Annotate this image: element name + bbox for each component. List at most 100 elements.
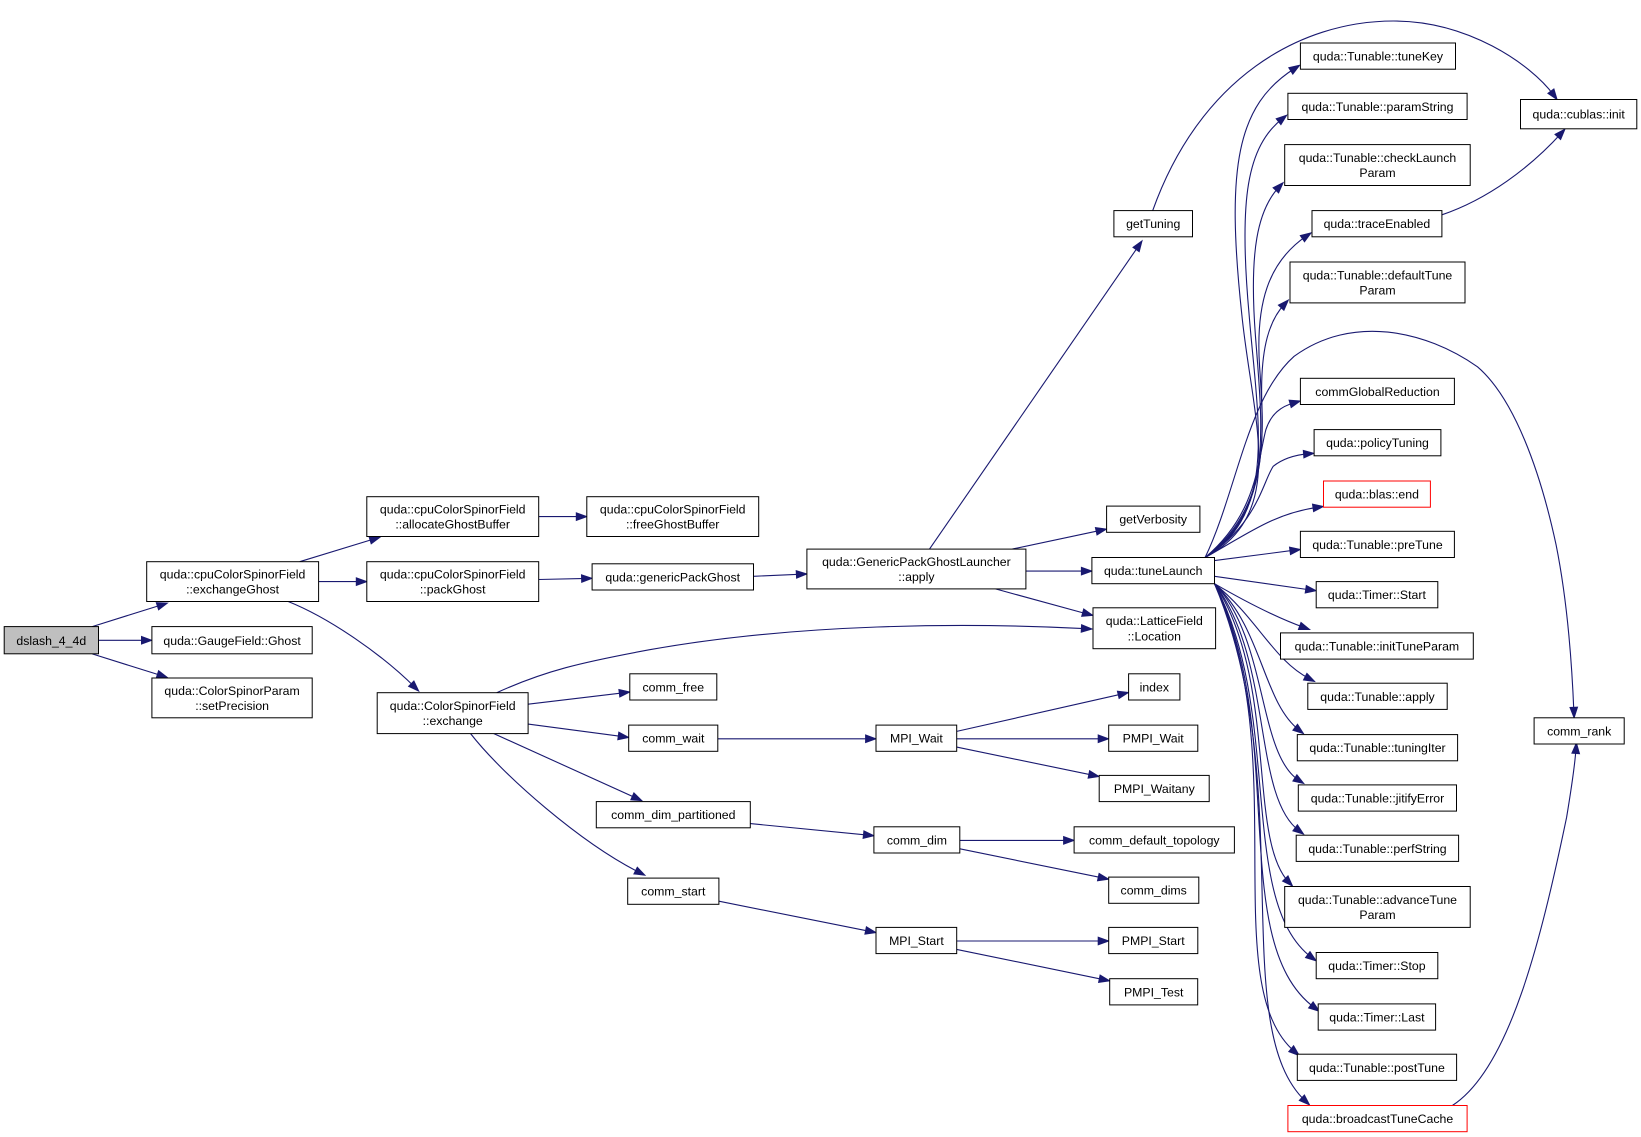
edge-broadcastTuneCache-to-commRank xyxy=(1452,741,1581,1106)
node-tunableApply[interactable]: quda::Tunable::apply xyxy=(1307,682,1448,710)
node-commFree[interactable]: comm_free xyxy=(629,673,718,701)
edge-exchangeGhost-to-packGhost xyxy=(318,577,369,587)
edge-line xyxy=(92,604,163,628)
node-label: comm_dim_partitioned xyxy=(611,808,736,822)
node-box xyxy=(628,724,719,752)
edge-commWait-to-mpiWait xyxy=(717,734,878,744)
node-policyTuning[interactable]: quda::policyTuning xyxy=(1313,429,1442,457)
node-freeGhostBuffer[interactable]: quda::cpuColorSpinorField::freeGhostBuff… xyxy=(586,496,760,538)
arrowhead xyxy=(1297,621,1311,630)
node-timerStop[interactable]: quda::Timer::Stop xyxy=(1315,952,1439,980)
node-mpiStart[interactable]: MPI_Start xyxy=(875,926,958,955)
edge-line xyxy=(1204,401,1296,558)
node-tuneKey[interactable]: quda::Tunable::tuneKey xyxy=(1299,42,1457,70)
edge-line xyxy=(528,723,624,738)
node-pmpiWaitany[interactable]: PMPI_Waitany xyxy=(1098,774,1210,803)
node-dslash[interactable]: dslash_4_4d xyxy=(3,626,100,655)
node-allocateGhostBuffer[interactable]: quda::cpuColorSpinorField::allocateGhost… xyxy=(366,496,540,538)
node-preTune[interactable]: quda::Tunable::preTune xyxy=(1299,530,1455,558)
node-box xyxy=(1313,429,1442,457)
node-commGlobalReduction[interactable]: commGlobalReduction xyxy=(1299,377,1455,405)
edge-line xyxy=(1204,330,1575,713)
edge-line xyxy=(1204,186,1280,558)
node-location[interactable]: quda::LatticeField::Location xyxy=(1092,607,1217,650)
node-cublasInit[interactable]: quda::cublas::init xyxy=(1520,99,1638,130)
node-label: quda::Tunable::checkLaunch xyxy=(1299,151,1457,165)
node-commDim[interactable]: comm_dim xyxy=(873,826,961,854)
edge-line xyxy=(929,244,1140,550)
arrowhead xyxy=(1311,503,1325,513)
edge-dslash-to-setPrecision xyxy=(92,653,169,679)
arrowhead xyxy=(617,731,631,741)
node-postTune[interactable]: quda::Tunable::postTune xyxy=(1296,1053,1458,1081)
node-label: Param xyxy=(1359,284,1395,298)
arrowhead xyxy=(1554,128,1566,141)
node-box xyxy=(151,677,313,719)
node-label: quda::Tunable::initTuneParam xyxy=(1295,640,1460,654)
node-initTuneParam[interactable]: quda::Tunable::initTuneParam xyxy=(1280,632,1474,660)
node-packGhost[interactable]: quda::cpuColorSpinorField::packGhost xyxy=(366,561,540,603)
arrowhead xyxy=(155,669,169,679)
node-commStart[interactable]: comm_start xyxy=(627,877,720,905)
node-box xyxy=(151,626,313,655)
node-timerLast[interactable]: quda::Timer::Last xyxy=(1317,1003,1437,1031)
node-box xyxy=(1287,1105,1468,1133)
edge-launcherApply-to-getVerbosity xyxy=(1012,527,1108,550)
arrowhead xyxy=(1080,623,1094,633)
node-commDims[interactable]: comm_dims xyxy=(1108,876,1200,904)
node-pmpiStart[interactable]: PMPI_Start xyxy=(1108,926,1199,955)
node-perfString[interactable]: quda::Tunable::perfString xyxy=(1295,834,1460,862)
edge-line xyxy=(1204,303,1286,558)
arrowhead xyxy=(1569,706,1579,720)
node-traceEnabled[interactable]: quda::traceEnabled xyxy=(1311,210,1443,238)
node-genericPackGhost[interactable]: quda::genericPackGhost xyxy=(591,563,754,591)
node-box xyxy=(1092,607,1217,650)
node-box xyxy=(1533,717,1625,745)
edge-mpiStart-to-pmpiTest xyxy=(956,948,1112,983)
node-setPrecision[interactable]: quda::ColorSpinorParam::setPrecision xyxy=(151,677,313,719)
node-timerStart[interactable]: quda::Timer::Start xyxy=(1315,581,1439,609)
arrowhead xyxy=(1571,741,1581,755)
node-pmpiTest[interactable]: PMPI_Test xyxy=(1109,978,1199,1006)
node-launcherApply[interactable]: quda::GenericPackGhostLauncher::apply xyxy=(806,548,1027,590)
edge-line xyxy=(1204,506,1319,558)
node-commDefaultTopology[interactable]: comm_default_topology xyxy=(1073,826,1235,854)
node-tuneLaunch[interactable]: quda::tuneLaunch xyxy=(1091,557,1216,585)
node-commRank[interactable]: comm_rank xyxy=(1533,717,1625,745)
edge-tuneLaunch-to-checkLaunchParam xyxy=(1204,181,1285,558)
edge-mpiStart-to-pmpiStart xyxy=(956,936,1111,946)
arrowhead xyxy=(864,926,878,935)
node-pmpiWait[interactable]: PMPI_Wait xyxy=(1108,724,1199,752)
node-box xyxy=(1296,734,1459,762)
edge-line xyxy=(1204,117,1283,558)
edge-line xyxy=(299,538,376,563)
node-tuningIter[interactable]: quda::Tunable::tuningIter xyxy=(1296,734,1459,762)
node-label: quda::cublas::init xyxy=(1533,108,1626,122)
edge-exchangeGhost-to-allocateGhostBuffer xyxy=(299,535,382,563)
node-mpiWait[interactable]: MPI_Wait xyxy=(875,724,958,752)
node-gaugeGhost[interactable]: quda::GaugeField::Ghost xyxy=(151,626,313,655)
edge-tuneLaunch-to-timerLast xyxy=(1214,583,1321,1013)
node-label: quda::cpuColorSpinorField xyxy=(380,568,526,582)
node-jitifyError[interactable]: quda::Tunable::jitifyError xyxy=(1297,784,1458,812)
node-box xyxy=(1108,926,1199,955)
node-label: quda::blas::end xyxy=(1335,488,1419,502)
arrowhead xyxy=(1302,449,1316,459)
node-paramString[interactable]: quda::Tunable::paramString xyxy=(1287,92,1468,121)
node-label: ::exchangeGhost xyxy=(186,583,280,597)
arrowhead xyxy=(1116,690,1130,700)
node-index[interactable]: index xyxy=(1128,673,1181,701)
node-getVerbosity[interactable]: getVerbosity xyxy=(1106,505,1201,533)
node-exchangeGhost[interactable]: quda::cpuColorSpinorField::exchangeGhost xyxy=(146,561,320,603)
node-commWait[interactable]: comm_wait xyxy=(628,724,719,752)
node-commDimPartitioned[interactable]: comm_dim_partitioned xyxy=(595,801,751,829)
node-exchange[interactable]: quda::ColorSpinorField::exchange xyxy=(376,692,529,735)
edge-dslash-to-gaugeGhost xyxy=(98,635,154,645)
node-label: getVerbosity xyxy=(1119,513,1188,527)
node-getTuning[interactable]: getTuning xyxy=(1113,210,1194,238)
node-broadcastTuneCache[interactable]: quda::broadcastTuneCache xyxy=(1287,1105,1468,1133)
node-blasEnd[interactable]: quda::blas::end xyxy=(1323,480,1431,508)
